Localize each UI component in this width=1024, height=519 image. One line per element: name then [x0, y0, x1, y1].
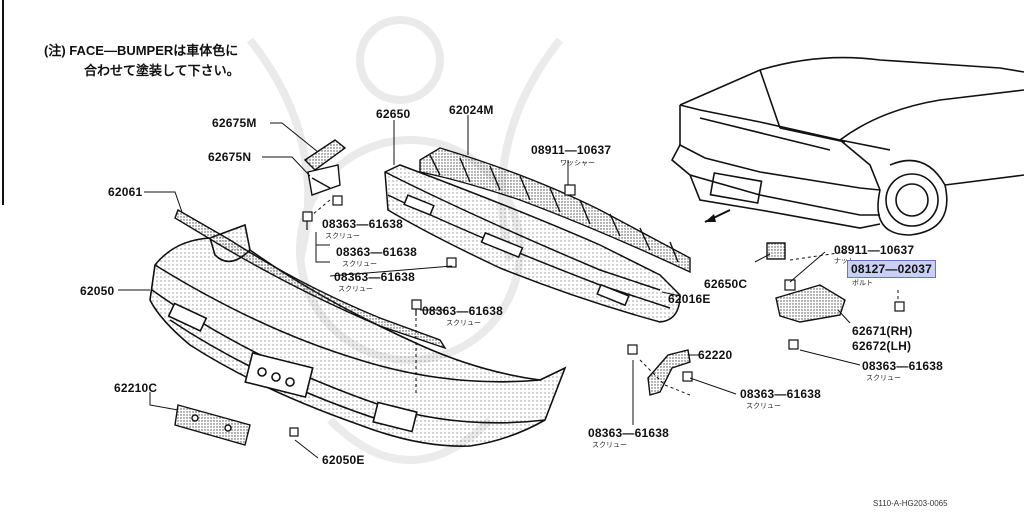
label-08363-screw-3[interactable]: 08363—61638: [334, 270, 415, 284]
sublabel-screw-1: スクリュー: [325, 233, 360, 240]
label-62050E[interactable]: 62050E: [322, 453, 365, 467]
sublabel-screw-2: スクリュー: [342, 261, 377, 268]
leader-lines: [118, 115, 861, 459]
label-62675N[interactable]: 62675N: [208, 150, 252, 164]
part-62061-strip: [174, 208, 447, 350]
diagram-reference-code: S110-A-HG203-0065: [873, 499, 948, 508]
sublabel-screw-7: スクリュー: [592, 442, 627, 449]
part-62671-stay: [775, 284, 846, 323]
part-62650-armature: [384, 164, 681, 323]
paint-note-line1: (注) FACE—BUMPERは車体色に: [44, 43, 239, 58]
label-62672-lh[interactable]: 62672(LH): [852, 339, 912, 353]
label-62650C[interactable]: 62650C: [704, 277, 748, 291]
sublabel-washer: ワッシャー: [560, 160, 595, 167]
label-08911-washer[interactable]: 08911—10637: [531, 143, 612, 157]
part-62675-brackets: [303, 139, 347, 196]
sublabel-nut: ナット: [834, 258, 855, 265]
label-08911-nut[interactable]: 08911—10637: [834, 243, 915, 257]
label-08363-screw-5[interactable]: 08363—61638: [862, 359, 943, 373]
car-body-illustration: [670, 56, 1024, 236]
sublabel-screw-6: スクリュー: [746, 403, 781, 410]
label-08363-screw-1[interactable]: 08363—61638: [322, 217, 403, 231]
fasteners: [289, 184, 905, 437]
label-62650[interactable]: 62650: [376, 107, 411, 121]
paint-note-line2: 合わせて塗装して下さい。: [84, 63, 240, 78]
part-62220-bracket: [647, 349, 691, 396]
part-62650C-retainer: [766, 242, 786, 260]
label-62024M[interactable]: 62024M: [449, 103, 494, 117]
part-62210C-plate-bracket: [174, 404, 251, 446]
label-08363-screw-4[interactable]: 08363—61638: [422, 304, 503, 318]
label-08363-screw-7[interactable]: 08363—61638: [588, 426, 669, 440]
label-08363-screw-2[interactable]: 08363—61638: [336, 245, 417, 259]
sublabel-screw-5: スクリュー: [866, 375, 901, 382]
sublabel-bolt: ボルト: [852, 280, 873, 287]
label-62671-rh[interactable]: 62671(RH): [852, 324, 913, 338]
label-62675M[interactable]: 62675M: [212, 116, 257, 130]
label-62016E[interactable]: 62016E: [668, 292, 711, 306]
label-08127-bolt-highlighted[interactable]: 08127—02037: [847, 260, 936, 278]
sublabel-screw-4: スクリュー: [446, 320, 481, 327]
part-62024M-reinforcement: [419, 147, 691, 274]
label-62220[interactable]: 62220: [698, 348, 733, 362]
label-08363-screw-6[interactable]: 08363—61638: [740, 387, 821, 401]
label-62210C[interactable]: 62210C: [114, 381, 158, 395]
dashed-guides: [311, 199, 899, 396]
label-62061[interactable]: 62061: [108, 185, 143, 199]
label-62050[interactable]: 62050: [80, 284, 115, 298]
sublabel-screw-3: スクリュー: [338, 286, 373, 293]
